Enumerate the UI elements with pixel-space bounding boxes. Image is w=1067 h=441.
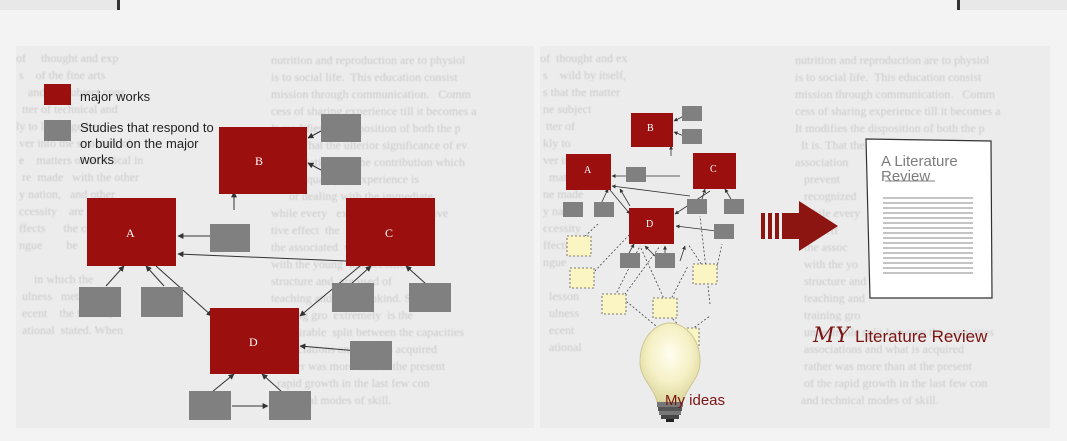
idea-box xyxy=(567,236,591,256)
study-box xyxy=(626,167,646,182)
study-box xyxy=(332,283,374,312)
study-box xyxy=(687,199,707,214)
my-literature-review-caption: MY Literature Review xyxy=(813,323,987,347)
study-box xyxy=(141,287,183,317)
node-label-b: B xyxy=(647,123,654,134)
study-box xyxy=(189,391,231,420)
legend-studies-label: Studies that respond to or build on the … xyxy=(80,120,215,168)
study-box xyxy=(269,391,311,420)
study-box xyxy=(620,253,640,268)
literature-review-panel: of thought and ex s wild by itself, s th… xyxy=(540,46,1050,428)
study-box xyxy=(409,283,451,312)
node-label-c: C xyxy=(385,226,393,241)
idea-box xyxy=(653,298,677,318)
node-label-d: D xyxy=(249,335,258,350)
idea-box xyxy=(602,294,626,314)
study-box xyxy=(655,253,675,268)
my-ideas-label: My ideas xyxy=(665,392,725,409)
study-box xyxy=(321,114,361,142)
top-bar-divider-left xyxy=(117,0,120,10)
study-box xyxy=(724,199,744,214)
literature-review-caption-word: Literature Review xyxy=(850,327,987,346)
my-caption-word: MY xyxy=(813,323,850,347)
node-label-a: A xyxy=(126,226,135,241)
study-box xyxy=(682,129,702,144)
top-bar-left xyxy=(0,0,118,10)
node-label-c: C xyxy=(710,164,717,175)
document-title: A Literature Review xyxy=(881,154,971,184)
legend-major-label: major works xyxy=(80,89,150,105)
top-bar xyxy=(0,0,1067,10)
top-bar-right xyxy=(960,0,1067,10)
major-works-diagram-panel: of thought and exp s of the fine arts an… xyxy=(16,46,534,428)
study-box xyxy=(321,157,361,185)
study-box xyxy=(79,287,121,317)
idea-box xyxy=(570,268,594,288)
study-box xyxy=(563,202,583,217)
study-box xyxy=(210,224,250,252)
node-label-b: B xyxy=(255,154,263,169)
legend-major-swatch xyxy=(44,84,71,105)
study-box xyxy=(714,224,734,239)
idea-box xyxy=(693,264,717,284)
study-box xyxy=(594,202,614,217)
study-box xyxy=(682,106,702,121)
legend-study-swatch xyxy=(44,120,71,141)
node-label-d: D xyxy=(646,219,653,230)
study-box xyxy=(350,341,392,370)
literature-map-diagram xyxy=(540,46,1050,428)
arrow-right-icon xyxy=(761,201,838,251)
node-label-a: A xyxy=(584,165,591,176)
